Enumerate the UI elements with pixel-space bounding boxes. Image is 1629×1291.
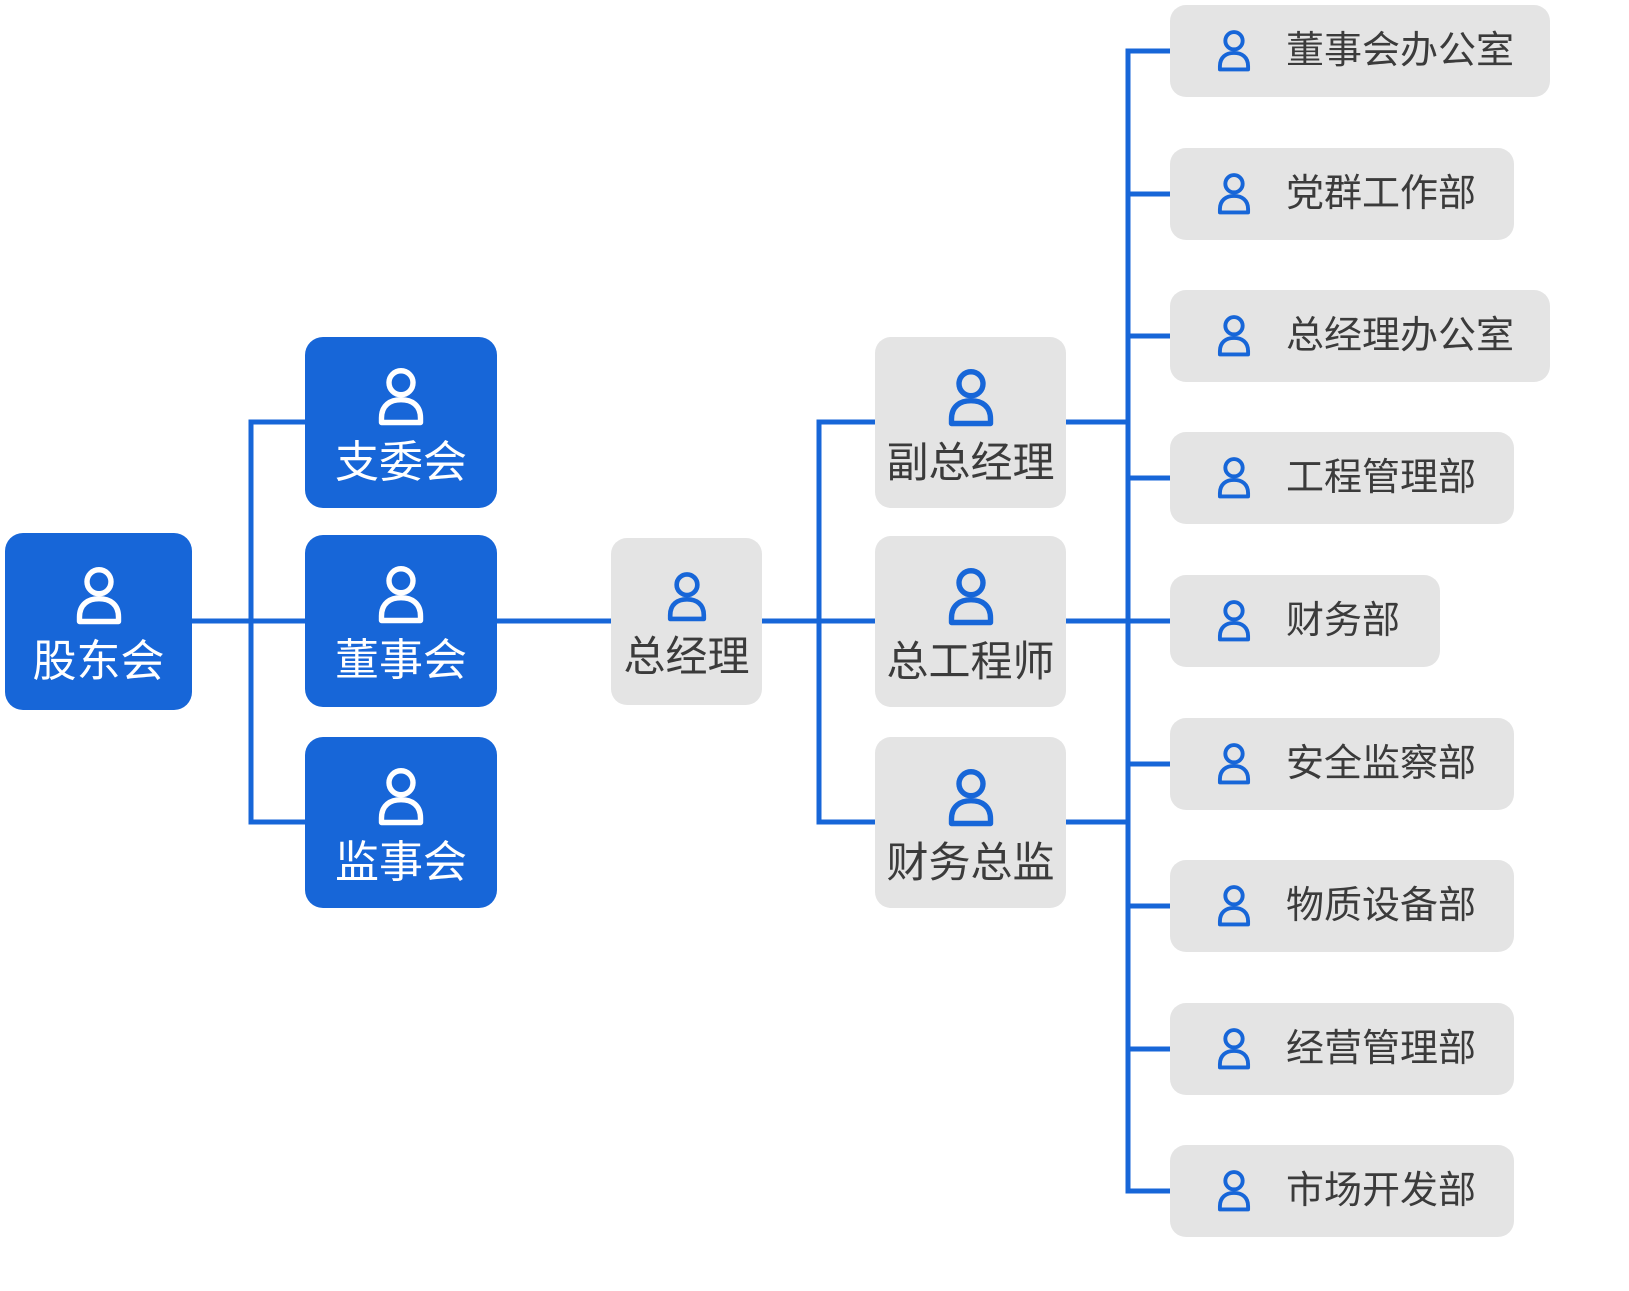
org-node-branch-committee[interactable]: 支委会 bbox=[305, 337, 497, 508]
node-label: 经营管理部 bbox=[1286, 1028, 1477, 1070]
person-icon bbox=[1208, 1023, 1260, 1075]
org-node-supervisors[interactable]: 监事会 bbox=[305, 737, 497, 908]
node-label: 安全监察部 bbox=[1286, 743, 1477, 785]
node-label: 支委会 bbox=[335, 437, 467, 487]
person-icon bbox=[1208, 25, 1260, 77]
org-node-dept-board-office[interactable]: 董事会办公室 bbox=[1170, 5, 1550, 97]
node-label: 监事会 bbox=[335, 837, 467, 887]
org-node-dept-party-mass-work[interactable]: 党群工作部 bbox=[1170, 148, 1514, 240]
person-icon bbox=[1208, 452, 1260, 504]
org-node-dept-engineering-management[interactable]: 工程管理部 bbox=[1170, 432, 1514, 524]
person-icon bbox=[365, 761, 437, 833]
node-label: 党群工作部 bbox=[1286, 173, 1477, 215]
person-icon bbox=[935, 762, 1007, 834]
org-node-dept-material-equipment[interactable]: 物质设备部 bbox=[1170, 860, 1514, 952]
org-node-dept-market-development[interactable]: 市场开发部 bbox=[1170, 1145, 1514, 1237]
person-icon bbox=[1208, 738, 1260, 790]
org-node-dept-operation-management[interactable]: 经营管理部 bbox=[1170, 1003, 1514, 1095]
node-label: 物质设备部 bbox=[1286, 885, 1477, 927]
node-label: 股东会 bbox=[32, 636, 165, 686]
node-label: 董事会办公室 bbox=[1286, 30, 1515, 72]
org-node-deputy-general-manager[interactable]: 副总经理 bbox=[875, 337, 1066, 508]
person-icon bbox=[1208, 1165, 1260, 1217]
node-label: 市场开发部 bbox=[1286, 1170, 1477, 1212]
person-icon bbox=[935, 561, 1007, 633]
person-icon bbox=[1208, 595, 1260, 647]
person-icon bbox=[1208, 168, 1260, 220]
node-label: 总工程师 bbox=[886, 637, 1055, 685]
connector-line-root-to-governance bbox=[189, 419, 308, 825]
node-label: 财务总监 bbox=[886, 838, 1055, 886]
person-icon bbox=[1208, 310, 1260, 362]
person-icon bbox=[365, 361, 437, 433]
org-node-dept-gm-office[interactable]: 总经理办公室 bbox=[1170, 290, 1550, 382]
connector-line-gm-to-executives bbox=[759, 419, 878, 825]
node-label: 董事会 bbox=[335, 636, 467, 685]
person-icon bbox=[656, 566, 718, 628]
node-label: 财务部 bbox=[1286, 600, 1401, 642]
connector-line-trunk-to-departments bbox=[1125, 48, 1173, 1194]
org-node-chief-engineer[interactable]: 总工程师 bbox=[875, 536, 1066, 707]
node-label: 工程管理部 bbox=[1286, 457, 1477, 499]
person-icon bbox=[365, 559, 437, 631]
person-icon bbox=[63, 560, 135, 632]
org-node-dept-finance[interactable]: 财务部 bbox=[1170, 575, 1440, 667]
node-label: 副总经理 bbox=[886, 438, 1055, 486]
person-icon bbox=[935, 362, 1007, 434]
org-node-dept-safety-supervision[interactable]: 安全监察部 bbox=[1170, 718, 1514, 810]
org-node-board[interactable]: 董事会 bbox=[305, 535, 497, 707]
person-icon bbox=[1208, 880, 1260, 932]
connector-line-executives-to-trunk bbox=[1063, 419, 1131, 825]
org-node-general-manager[interactable]: 总经理 bbox=[611, 538, 762, 705]
node-label: 总经理 bbox=[623, 632, 750, 680]
node-label: 总经理办公室 bbox=[1286, 315, 1515, 357]
org-node-shareholders[interactable]: 股东会 bbox=[5, 533, 192, 710]
org-node-finance-director[interactable]: 财务总监 bbox=[875, 737, 1066, 908]
